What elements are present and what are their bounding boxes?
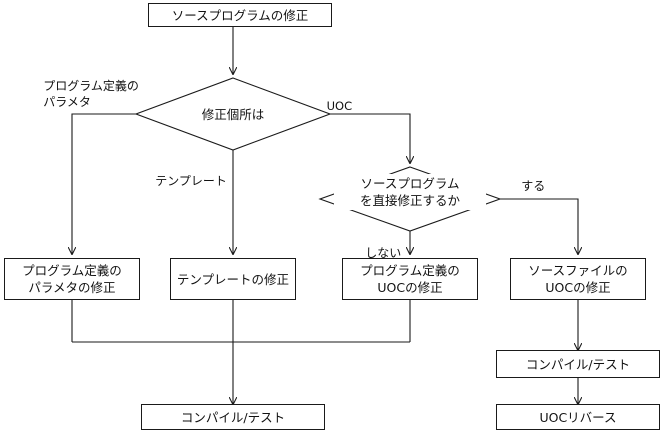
edge-where-to-direct [330, 113, 410, 163]
node-uoc-reverse[interactable]: UOCリバース [496, 404, 660, 430]
node-uoc-reverse-label: UOCリバース [539, 409, 617, 425]
node-compile-test-right-label: コンパイル/テスト [525, 356, 631, 372]
node-source-program-fix[interactable]: ソースプログラムの修正 [148, 3, 332, 27]
node-compile-test-left[interactable]: コンパイル/テスト [141, 404, 325, 430]
edge-label-dont: しない [350, 229, 401, 277]
decision-direct-line2: を直接修正するか [359, 193, 460, 208]
edge-label-uoc: UOC [312, 82, 353, 130]
edge-direct-to-src-uoc [500, 198, 578, 254]
edge-label-param: プログラム定義の パラメタ [28, 62, 139, 126]
decision-where-label-wrap[interactable]: 修正個所は [176, 100, 290, 128]
node-fix-src-uoc-line2: UOCの修正 [545, 280, 611, 295]
edge-label-dont-text: しない [365, 246, 402, 260]
decision-where-label: 修正個所は [201, 106, 265, 122]
edge-label-param-line1: プログラム定義の [43, 79, 139, 93]
node-fix-param-line2: パラメタの修正 [28, 280, 116, 295]
edge-label-uoc-text: UOC [326, 99, 353, 113]
node-fix-param-line1: プログラム定義の [22, 263, 122, 278]
node-fix-template-line1: テンプレートの修正 [176, 271, 290, 287]
node-compile-test-left-label: コンパイル/テスト [180, 409, 286, 425]
node-fix-def-uoc-line1: プログラム定義の [360, 263, 460, 278]
edge-label-do-text: する [521, 179, 546, 193]
node-fix-def-uoc[interactable]: プログラム定義の UOCの修正 [342, 258, 478, 300]
node-fix-param[interactable]: プログラム定義の パラメタの修正 [4, 258, 140, 300]
edge-where-to-param [72, 113, 136, 254]
node-fix-src-uoc[interactable]: ソースファイルの UOCの修正 [510, 258, 646, 300]
edge-label-param-line2: パラメタ [43, 95, 91, 109]
node-fix-src-uoc-line1: ソースファイルの [528, 263, 628, 278]
node-fix-template[interactable]: テンプレートの修正 [170, 258, 296, 300]
node-compile-test-right[interactable]: コンパイル/テスト [496, 350, 660, 378]
edge-label-template-text: テンプレート [155, 174, 227, 188]
edge-label-do: する [506, 162, 545, 210]
decision-direct-label-wrap[interactable]: ソースプログラム を直接修正するか [334, 174, 486, 210]
node-source-program-fix-label: ソースプログラムの修正 [171, 7, 309, 23]
node-fix-def-uoc-line2: UOCの修正 [377, 280, 443, 295]
decision-direct-line1: ソースプログラム [360, 176, 460, 191]
edge-label-template: テンプレート [140, 157, 227, 205]
